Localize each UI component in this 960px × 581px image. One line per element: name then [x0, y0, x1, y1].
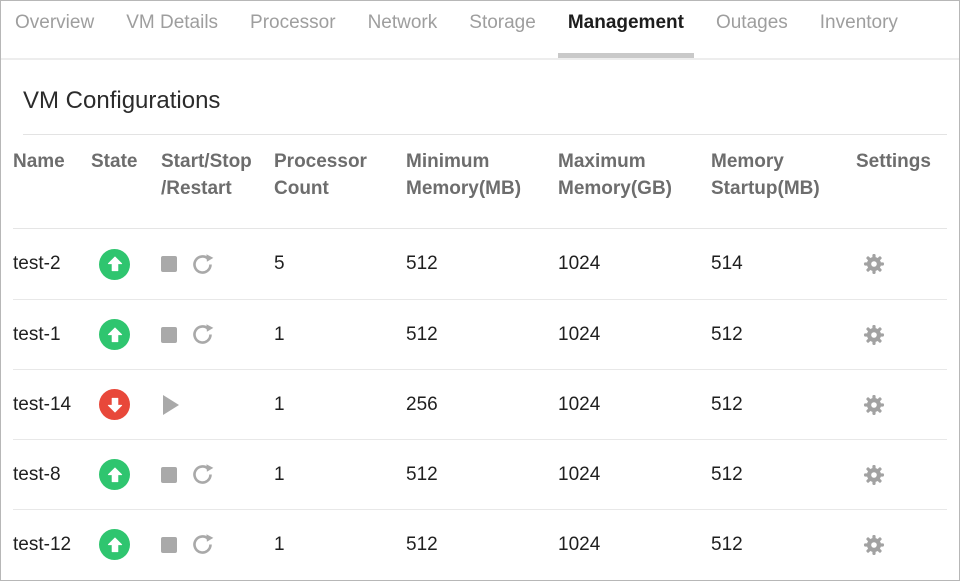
tab-network[interactable]: Network [367, 12, 438, 33]
col-header-min-memory: Minimum Memory(MB) [406, 151, 522, 199]
vm-configurations-table: Name State Start/Stop /Restart Processor… [13, 135, 947, 579]
col-header-processor-count: Processor Count [274, 151, 367, 199]
top-tab-bar: Overview VM Details Processor Network St… [1, 1, 959, 60]
max-memory-gb: 1024 [558, 253, 601, 274]
tab-management[interactable]: Management [552, 1, 700, 58]
min-memory-mb: 512 [406, 253, 438, 274]
processor-count: 1 [274, 463, 285, 485]
processor-count: 1 [274, 533, 285, 555]
stop-button[interactable] [161, 326, 177, 343]
processor-count: 1 [274, 323, 285, 345]
memory-startup-mb: 512 [711, 533, 743, 555]
tab-outages[interactable]: Outages [715, 12, 788, 33]
state-down-icon [99, 389, 130, 420]
gear-icon [864, 464, 884, 485]
settings-button[interactable] [862, 533, 886, 557]
stop-icon [161, 256, 177, 272]
table-row: test-14 1 256 1024 512 [13, 369, 947, 439]
stop-button[interactable] [161, 256, 177, 272]
table-row: test-2 5 512 1024 514 [13, 229, 947, 299]
col-header-memory-startup: Memory Startup(MB) [711, 151, 820, 199]
table-header-row: Name State Start/Stop /Restart Processor… [13, 135, 947, 229]
max-memory-gb: 1024 [558, 323, 601, 345]
table-row: test-1 1 512 1024 512 [13, 299, 947, 369]
stop-button[interactable] [161, 536, 177, 553]
settings-button[interactable] [862, 323, 886, 347]
col-header-settings: Settings [856, 151, 931, 172]
col-header-name: Name [13, 151, 65, 172]
stop-button[interactable] [161, 466, 177, 483]
stop-icon [161, 326, 177, 343]
settings-button[interactable] [862, 252, 886, 276]
tab-overview[interactable]: Overview [15, 12, 95, 33]
restart-button[interactable] [190, 252, 215, 277]
state-up-icon [99, 529, 130, 560]
memory-startup-mb: 512 [711, 323, 743, 345]
col-header-max-memory: Maximum Memory(GB) [558, 151, 673, 199]
gear-icon [864, 324, 884, 345]
play-icon [163, 394, 179, 415]
max-memory-gb: 1024 [558, 393, 601, 415]
tab-storage[interactable]: Storage [469, 12, 536, 33]
tab-vm-details[interactable]: VM Details [126, 12, 219, 33]
min-memory-mb: 512 [406, 533, 438, 555]
memory-startup-mb: 512 [711, 463, 743, 485]
restart-icon [193, 532, 215, 554]
gear-icon [864, 534, 884, 555]
processor-count: 5 [274, 253, 285, 274]
restart-icon [193, 322, 215, 344]
processor-count: 1 [274, 393, 285, 415]
col-header-start-stop-restart: Start/Stop /Restart [161, 151, 252, 199]
tab-processor[interactable]: Processor [250, 12, 336, 33]
state-up-icon [99, 319, 130, 350]
section-header: VM Configurations [23, 60, 947, 135]
tab-inventory[interactable]: Inventory [819, 12, 898, 33]
vm-name: test-2 [13, 253, 61, 274]
restart-button[interactable] [190, 532, 215, 557]
table-row: test-12 1 512 1024 512 [13, 509, 947, 579]
min-memory-mb: 512 [406, 323, 438, 345]
state-up-icon [99, 459, 130, 490]
max-memory-gb: 1024 [558, 533, 601, 555]
vm-name: test-12 [13, 533, 72, 555]
stop-icon [161, 536, 177, 553]
gear-icon [864, 254, 884, 274]
vm-name: test-1 [13, 323, 61, 345]
restart-icon [193, 462, 215, 484]
memory-startup-mb: 512 [711, 393, 743, 415]
col-header-state: State [91, 151, 138, 172]
gear-icon [864, 394, 884, 415]
max-memory-gb: 1024 [558, 463, 601, 485]
page-title: VM Configurations [23, 87, 221, 114]
min-memory-mb: 256 [406, 393, 438, 415]
table-row: test-8 1 512 1024 512 [13, 439, 947, 509]
min-memory-mb: 512 [406, 463, 438, 485]
restart-button[interactable] [190, 462, 215, 487]
vm-name: test-14 [13, 393, 72, 415]
state-up-icon [99, 248, 130, 280]
settings-button[interactable] [862, 463, 886, 487]
settings-button[interactable] [862, 393, 886, 417]
restart-button[interactable] [190, 322, 215, 347]
vm-name: test-8 [13, 463, 61, 485]
memory-startup-mb: 514 [711, 253, 743, 274]
restart-icon [193, 252, 215, 274]
start-button[interactable] [161, 394, 179, 415]
stop-icon [161, 466, 177, 483]
